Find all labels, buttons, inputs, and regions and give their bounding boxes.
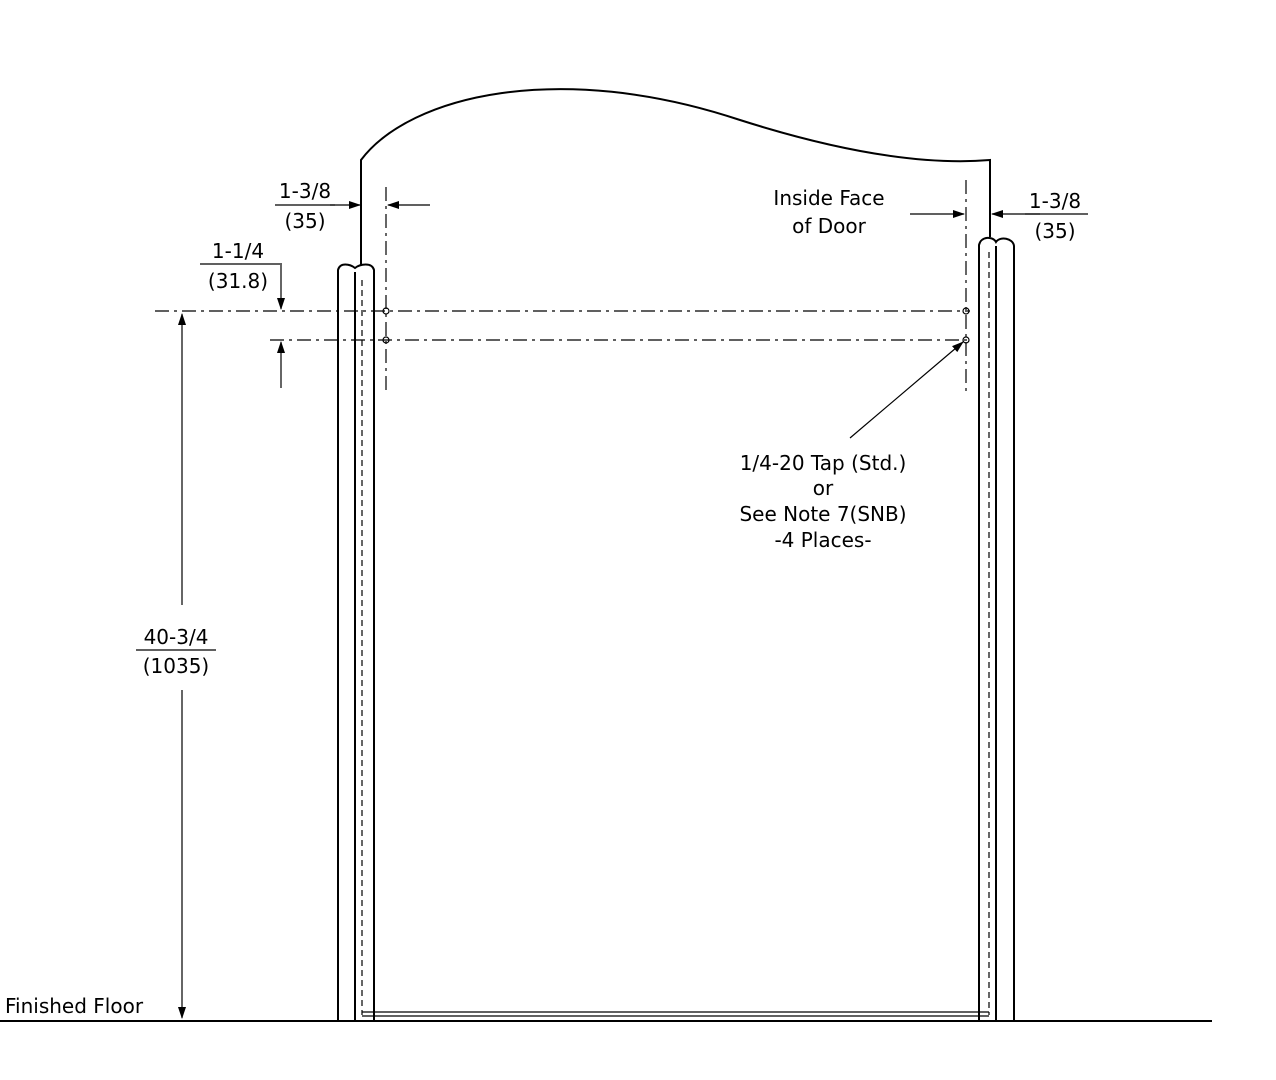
left-offset-den: (35) (284, 209, 325, 233)
left-offset-label: 1-3/8 (35) (275, 179, 335, 233)
tap-note-line3: See Note 7(SNB) (739, 502, 906, 526)
hole-markers (382, 307, 970, 344)
bottom-sill (362, 1011, 989, 1017)
height-label: 40-3/4 (1035) (136, 625, 216, 678)
hole-spacing-label: 1-1/4 (31.8) (200, 239, 282, 293)
tap-note-line1: 1/4-20 Tap (Std.) (740, 451, 907, 475)
inside-face-line1: Inside Face (773, 186, 884, 210)
left-offset-num: 1-3/8 (279, 179, 331, 203)
hole-spacing-num: 1-1/4 (212, 239, 264, 263)
right-offset-num: 1-3/8 (1029, 189, 1081, 213)
height-num: 40-3/4 (144, 625, 209, 649)
hole-spacing-den: (31.8) (208, 269, 268, 293)
tap-note-line4: -4 Places- (774, 528, 871, 552)
tap-leader (849, 341, 964, 439)
height-den: (1035) (143, 654, 210, 678)
left-jamb (337, 263, 375, 1021)
door-outline (360, 88, 991, 265)
right-jamb (978, 236, 1015, 1021)
right-offset-label: 1-3/8 (35) (1025, 189, 1088, 243)
finished-floor-label: Finished Floor (5, 994, 144, 1018)
tap-note-line2: or (813, 476, 834, 500)
right-offset-den: (35) (1034, 219, 1075, 243)
inside-face-line2: of Door (792, 214, 867, 238)
inside-face-label: Inside Face of Door (773, 186, 884, 238)
tap-note: 1/4-20 Tap (Std.) or See Note 7(SNB) -4 … (739, 451, 906, 552)
